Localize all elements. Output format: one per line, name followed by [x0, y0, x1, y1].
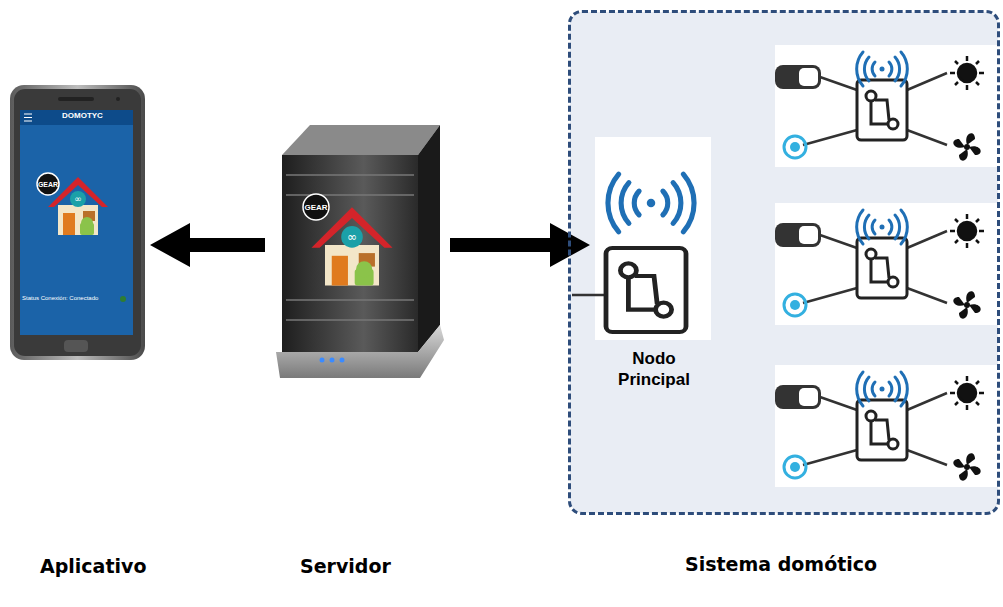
server: Servidor — [270, 120, 445, 380]
logo-text: GEAR — [38, 181, 58, 188]
logo-text: GEAR — [304, 203, 327, 212]
node-label: Nodo Principal — [595, 348, 713, 391]
status-text: Status Conexión: Conectado — [22, 295, 98, 301]
home-system-region: Sistema domóticoNodo Principal — [568, 10, 1000, 515]
node-label: Sistema domótico — [685, 553, 877, 575]
app-title: DOMOTYC — [62, 111, 103, 120]
node-label: Aplicativo — [40, 555, 146, 577]
main-node: Nodo Principal — [595, 137, 713, 392]
flow-arrow — [150, 223, 265, 267]
node-label: Servidor — [300, 555, 391, 577]
phone-app: Aplicativo — [10, 85, 145, 360]
